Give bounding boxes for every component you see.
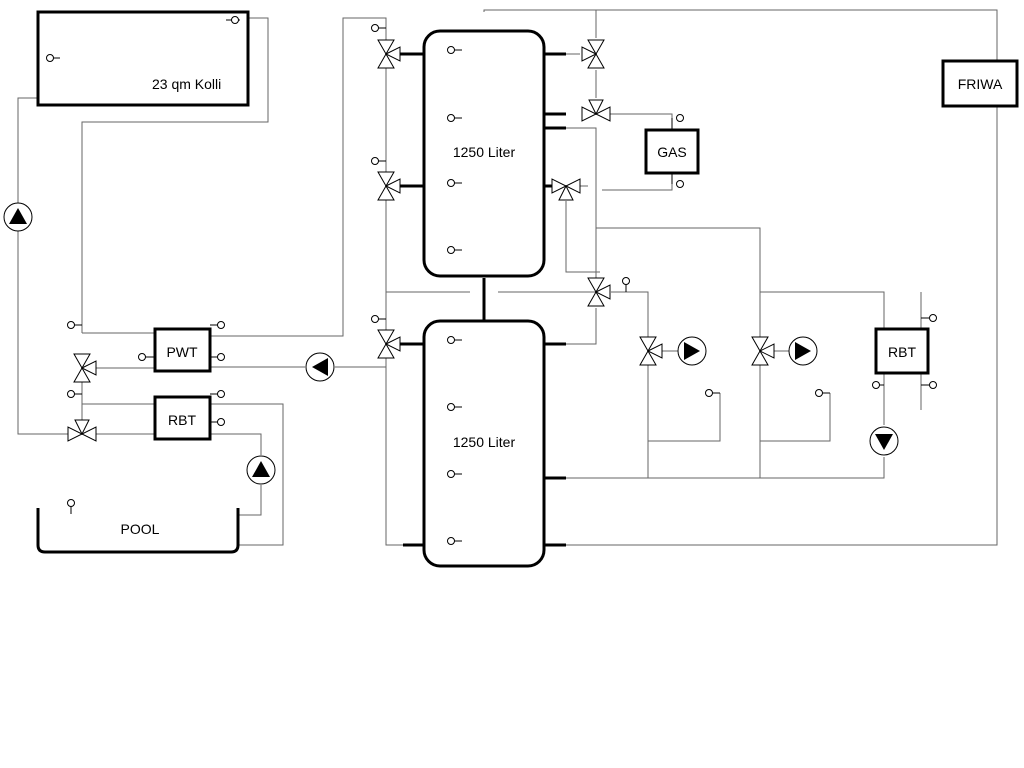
- lower-tank-label: 1250 Liter: [453, 434, 516, 450]
- temperature-sensor-icon: [67, 499, 75, 514]
- pipe-circ1-loop: [648, 393, 721, 442]
- temperature-sensor-icon: [447, 179, 462, 187]
- pipe-top-main: [483, 9, 998, 546]
- temperature-sensor-icon: [921, 381, 937, 389]
- three-way-valve-icon: [377, 171, 401, 201]
- temperature-sensor-icon: [226, 16, 240, 24]
- valves: [67, 39, 775, 442]
- temperature-sensor-icon: [447, 114, 462, 122]
- three-way-valve-icon: [377, 329, 401, 359]
- upper-tank: [422, 29, 546, 278]
- three-way-valve-icon: [751, 336, 775, 366]
- pump-icon: [869, 426, 899, 456]
- pipe-lower-out: [564, 308, 597, 345]
- pump-icon: [246, 455, 276, 485]
- rbt-right-box: [874, 327, 930, 375]
- temperature-sensor-icon: [210, 353, 225, 361]
- three-way-valve-icon: [581, 39, 605, 69]
- temperature-sensor-icon: [371, 24, 386, 32]
- pipe-pool-pump-down: [238, 485, 262, 516]
- sensors: [46, 16, 937, 545]
- pwt-label: PWT: [166, 344, 198, 360]
- temperature-sensor-icon: [67, 390, 82, 398]
- friwa-label: FRIWA: [958, 76, 1003, 92]
- rbt-pool-label: RBT: [168, 412, 196, 428]
- pipe-gas-return: [602, 174, 673, 191]
- pool-basin: [36, 508, 240, 554]
- temperature-sensor-icon: [210, 390, 225, 398]
- thick-connections: [400, 52, 566, 547]
- pipes: [17, 9, 998, 546]
- temperature-sensor-icon: [371, 157, 386, 165]
- temperature-sensor-icon: [210, 418, 225, 426]
- pipe-collector-left: [17, 97, 68, 435]
- temperature-sensor-icon: [872, 381, 884, 389]
- temperature-sensor-icon: [815, 389, 830, 397]
- temperature-sensor-icon: [371, 315, 386, 323]
- three-way-valve-icon: [581, 99, 611, 122]
- three-way-valve-icon: [551, 178, 581, 201]
- temperature-sensor-icon: [705, 389, 720, 397]
- pipe-circ2-loop: [760, 393, 831, 442]
- pump-icon: [788, 336, 818, 366]
- rbt-right-label: RBT: [888, 344, 916, 360]
- pump-icon: [305, 352, 335, 382]
- pipe-collector-right: [81, 17, 269, 333]
- temperature-sensor-icon: [46, 54, 60, 62]
- three-way-valve-icon: [67, 419, 97, 442]
- temperature-sensor-icon: [671, 173, 684, 188]
- temperature-sensor-icon: [447, 403, 462, 411]
- temperature-sensor-icon: [447, 336, 462, 344]
- rbt-pool-box: [153, 395, 212, 441]
- pool-label: POOL: [121, 521, 160, 537]
- temperature-sensor-icon: [921, 314, 937, 322]
- three-way-valve-icon: [73, 353, 97, 383]
- temperature-sensor-icon: [671, 114, 684, 130]
- temperature-sensor-icon: [67, 321, 82, 329]
- temperature-sensor-icon: [138, 353, 155, 361]
- pipe-gas-feed: [610, 113, 673, 130]
- solar-collector: [36, 10, 250, 107]
- pipe-circ2-top: [760, 291, 885, 330]
- pipe-upper-ret: [564, 127, 597, 278]
- pipe-circ1-top: [611, 291, 649, 337]
- friwa-box: [941, 59, 1019, 108]
- three-way-valve-icon: [377, 39, 401, 69]
- gas-label: GAS: [657, 144, 687, 160]
- gas-boiler: [644, 128, 700, 175]
- temperature-sensor-icon: [447, 537, 462, 545]
- pipe-pwt-right-top: [210, 17, 405, 546]
- pump-icon: [3, 202, 33, 232]
- temperature-sensor-icon: [210, 321, 225, 329]
- temperature-sensor-icon: [622, 277, 630, 292]
- lower-tank: [422, 319, 546, 568]
- pipe-rbt-right-down: [564, 374, 885, 479]
- pipe-rbt-right-top: [210, 403, 284, 546]
- pwt-box: [153, 327, 212, 373]
- pumps: [3, 202, 899, 485]
- pipe-rbt-right-bottom: [210, 433, 262, 455]
- temperature-sensor-icon: [447, 46, 462, 54]
- three-way-valve-icon: [639, 336, 663, 366]
- three-way-valve-icon: [587, 277, 611, 307]
- temperature-sensor-icon: [447, 246, 462, 254]
- temperature-sensor-icon: [447, 470, 462, 478]
- pipe-mix-down: [565, 201, 761, 337]
- upper-tank-label: 1250 Liter: [453, 144, 516, 160]
- pump-icon: [677, 336, 707, 366]
- collector-label: 23 qm Kolli: [152, 76, 221, 92]
